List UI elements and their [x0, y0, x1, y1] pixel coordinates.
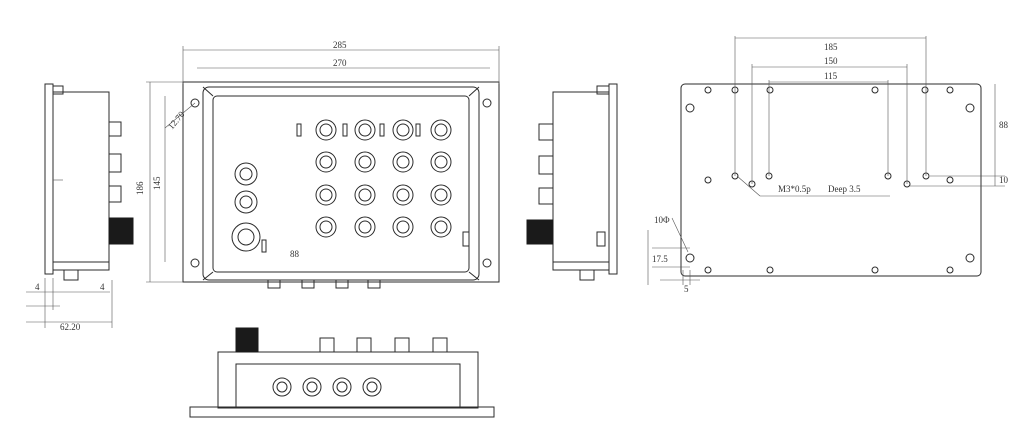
m12-port — [430, 151, 452, 173]
slot-offset: 5 — [684, 284, 689, 294]
side-dim-a: 4 — [35, 282, 40, 292]
right-side-view — [526, 83, 618, 281]
m12-port — [396, 188, 410, 202]
depth-note: Deep 3.5 — [828, 184, 861, 194]
m12-port — [354, 216, 376, 238]
mount-hole — [871, 86, 879, 94]
m12-port — [396, 123, 410, 137]
m12-port — [434, 188, 448, 202]
m12-port — [392, 216, 414, 238]
mount-hole — [946, 176, 954, 184]
m12-port — [358, 188, 372, 202]
led-label: 88 — [290, 249, 300, 259]
m12-port — [392, 151, 414, 173]
mount-hole — [766, 266, 774, 274]
mount-hole — [704, 86, 712, 94]
m12-port — [315, 119, 337, 141]
front-view: 285 270 186 145 12.70 88 — [135, 40, 500, 289]
mount-hole — [921, 86, 929, 94]
front-width-outer: 285 — [333, 40, 347, 50]
back-offset-10: 10 — [999, 175, 1009, 185]
mount-hole — [946, 86, 954, 94]
m12-port — [354, 184, 376, 206]
m12-port — [358, 155, 372, 169]
m12-port — [434, 123, 448, 137]
front-connectors-left — [231, 162, 261, 252]
m12-port — [392, 119, 414, 141]
back-view: 185 150 115 88 10 M3*0.5p Deep 3.5 10Φ 1… — [647, 36, 1009, 294]
m12-port — [354, 151, 376, 173]
back-width-115: 115 — [824, 71, 838, 81]
m12-port — [358, 123, 372, 137]
m12-port — [315, 151, 337, 173]
front-width-inner: 270 — [333, 58, 347, 68]
mount-hole — [946, 266, 954, 274]
m12-port — [396, 220, 410, 234]
m12-port — [354, 119, 376, 141]
m12-port — [319, 123, 333, 137]
mount-hole — [704, 176, 712, 184]
back-mount-holes — [704, 86, 954, 274]
m12-port — [315, 216, 337, 238]
back-width-150: 150 — [824, 56, 838, 66]
m12-port — [319, 155, 333, 169]
mount-hole — [871, 266, 879, 274]
bottom-view — [189, 327, 495, 418]
m12-port — [358, 220, 372, 234]
left-side-view: 4 4 62.20 — [26, 83, 134, 332]
m12-port — [430, 119, 452, 141]
mount-hole — [704, 266, 712, 274]
m12-port — [319, 188, 333, 202]
front-height-inner: 145 — [152, 176, 162, 190]
mount-hole — [766, 86, 774, 94]
m12-port — [392, 184, 414, 206]
led-clusters — [261, 123, 421, 253]
back-width-185: 185 — [824, 42, 838, 52]
m12-port — [430, 216, 452, 238]
m12-port — [430, 184, 452, 206]
screw-note: M3*0.5p — [778, 184, 811, 194]
m12-port — [434, 155, 448, 169]
back-height-88: 88 — [999, 120, 1009, 130]
side-dim-c: 62.20 — [60, 322, 81, 332]
slot-height: 17.5 — [652, 254, 668, 264]
m12-port — [315, 184, 337, 206]
m12-port — [319, 220, 333, 234]
side-dim-b: 4 — [100, 282, 105, 292]
m12-port — [396, 155, 410, 169]
m12-port — [434, 220, 448, 234]
front-port-grid — [315, 119, 452, 238]
front-height-outer: 186 — [135, 181, 145, 195]
hole-diameter: 10Φ — [654, 215, 670, 225]
